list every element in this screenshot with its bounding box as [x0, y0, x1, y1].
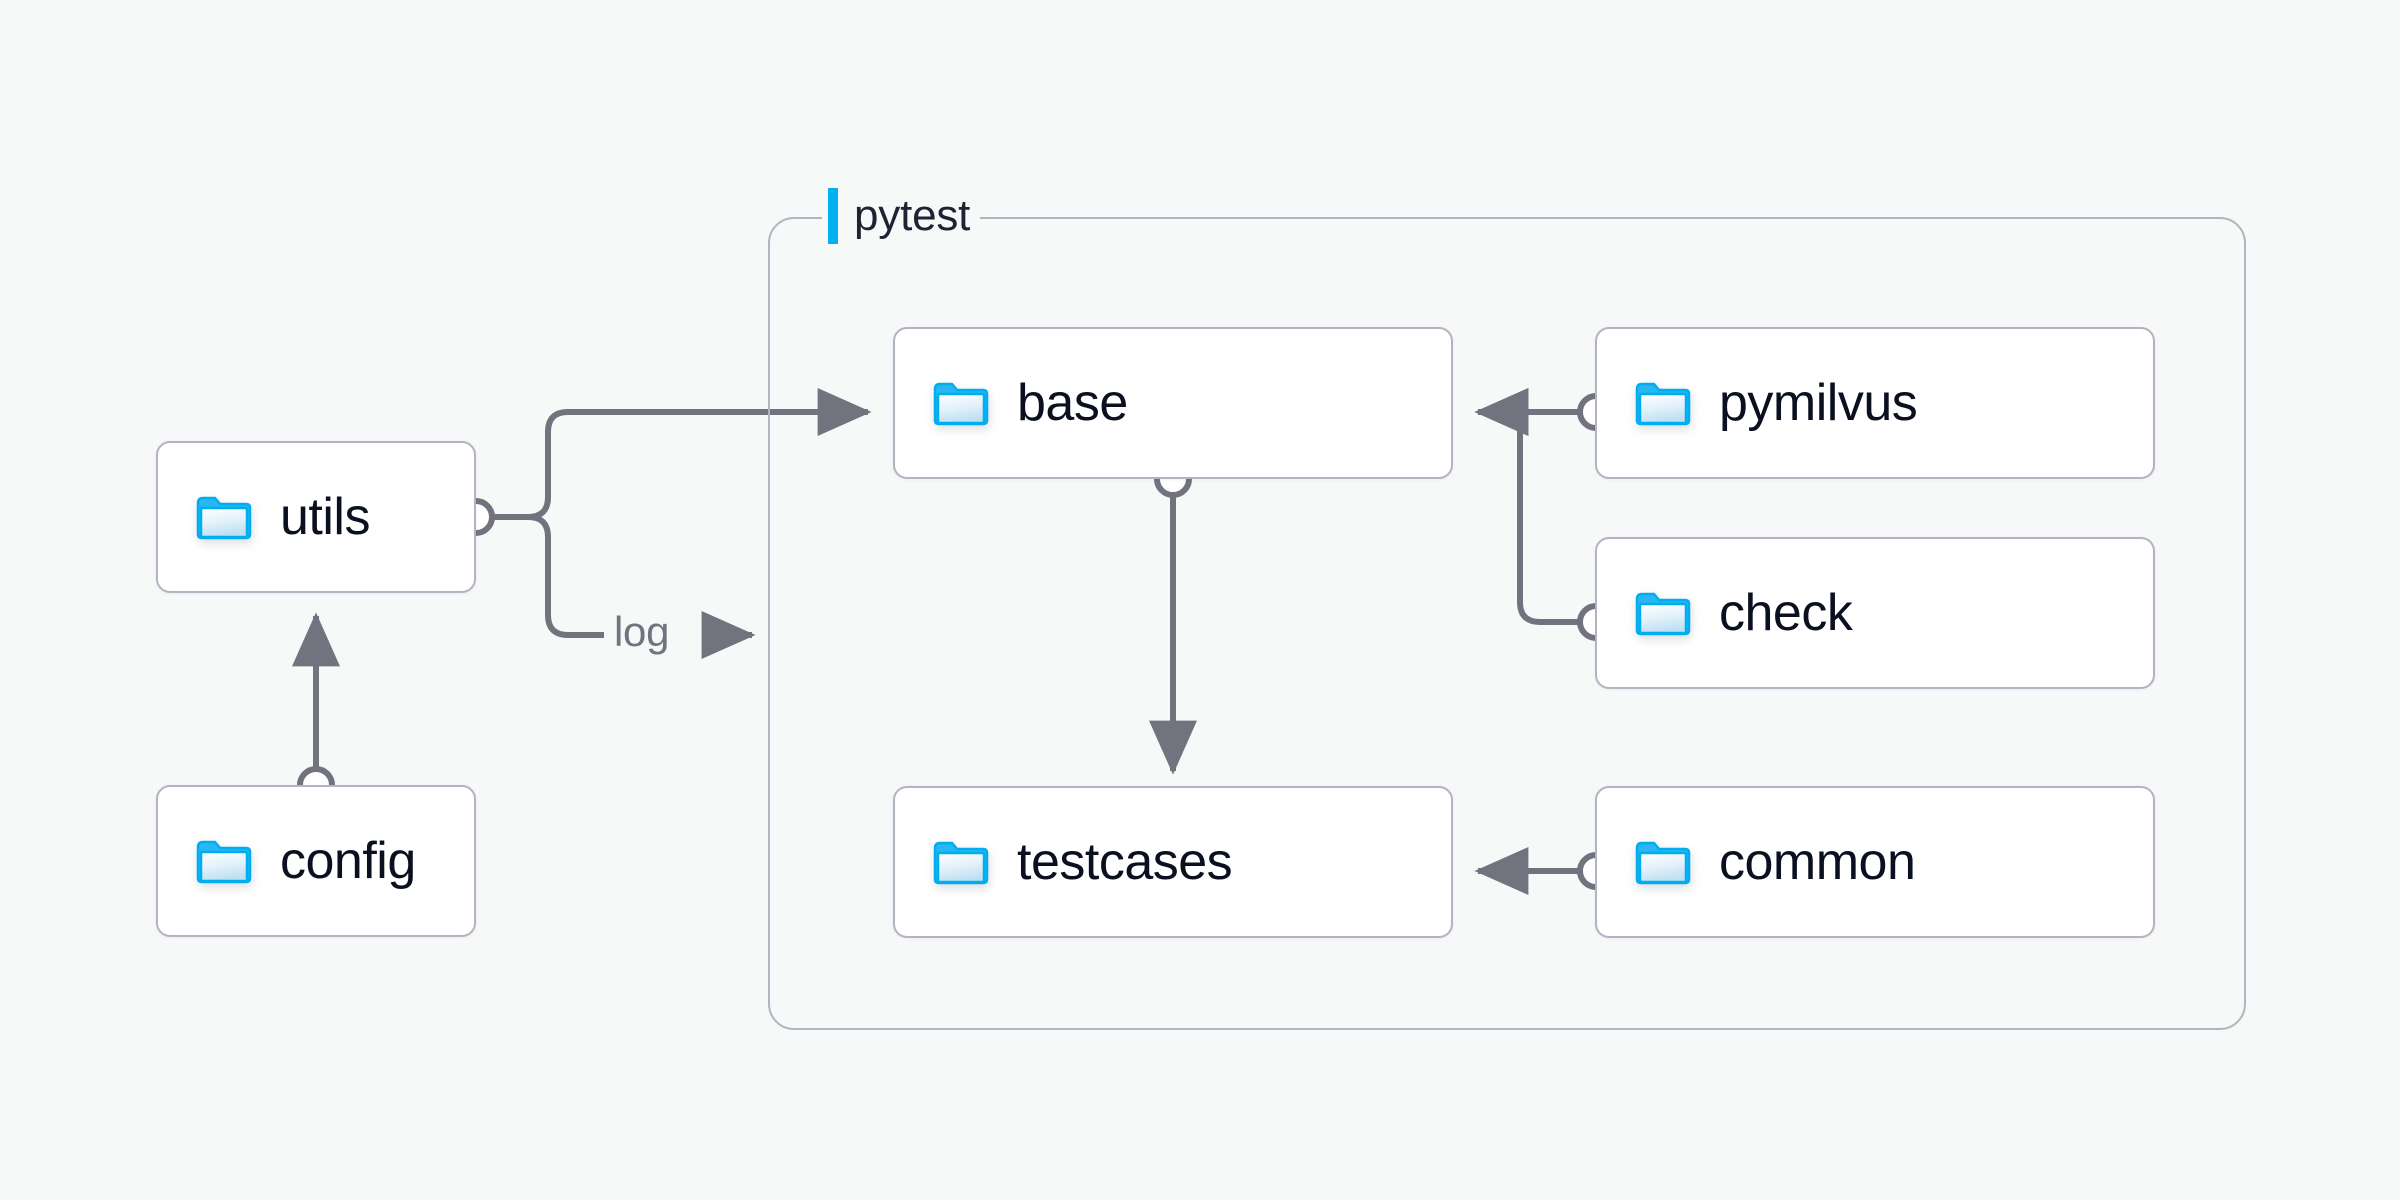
- folder-icon: [933, 838, 989, 886]
- node-label: base: [1017, 374, 1128, 432]
- node-label: utils: [280, 488, 370, 546]
- node-testcases[interactable]: testcases: [893, 786, 1453, 938]
- folder-icon: [196, 493, 252, 541]
- pytest-group-container[interactable]: [768, 217, 2246, 1030]
- node-check[interactable]: check: [1595, 537, 2155, 689]
- node-pymilvus[interactable]: pymilvus: [1595, 327, 2155, 479]
- folder-icon: [1635, 589, 1691, 637]
- folder-icon: [1635, 838, 1691, 886]
- edge-label-log-text: log: [614, 608, 670, 655]
- group-title-text: pytest: [854, 191, 971, 240]
- node-label: testcases: [1017, 833, 1233, 891]
- node-utils[interactable]: utils: [156, 441, 476, 593]
- node-config[interactable]: config: [156, 785, 476, 937]
- node-common[interactable]: common: [1595, 786, 2155, 938]
- node-label: pymilvus: [1719, 374, 1918, 432]
- folder-icon: [196, 837, 252, 885]
- node-base[interactable]: base: [893, 327, 1453, 479]
- edge-utils-to-log: [490, 514, 612, 638]
- node-label: check: [1719, 584, 1853, 642]
- edge-label-log[interactable]: log: [604, 608, 680, 656]
- folder-icon: [933, 379, 989, 427]
- node-label: config: [280, 832, 416, 890]
- folder-icon: [1635, 379, 1691, 427]
- node-label: common: [1719, 833, 1916, 891]
- group-accent-bar: [828, 188, 838, 244]
- pytest-group-label: pytest: [822, 188, 981, 244]
